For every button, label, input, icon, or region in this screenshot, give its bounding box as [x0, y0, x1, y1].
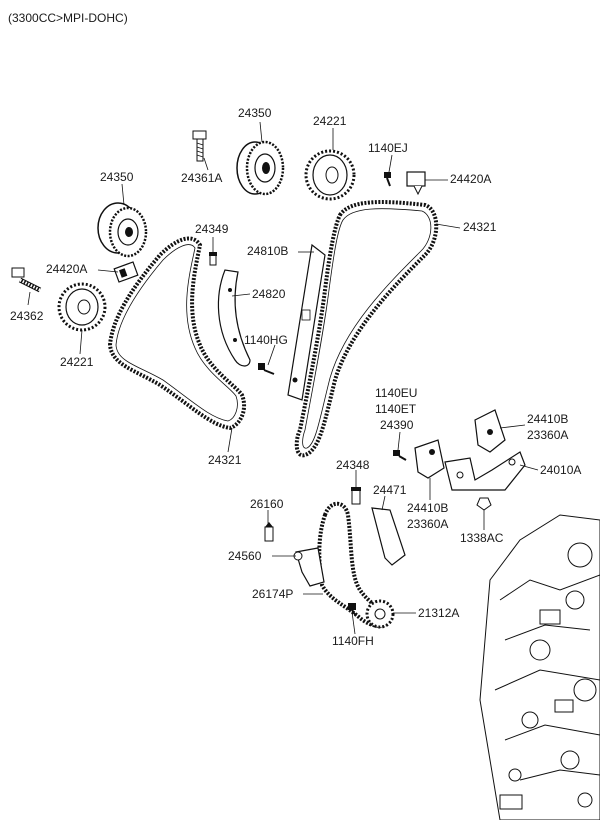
leader-lines: [27, 121, 539, 635]
part-label-24010a: 24010A: [540, 463, 582, 477]
part-label-1140ej: 1140EJ: [368, 141, 408, 155]
bolt-26160: [264, 522, 274, 542]
part-label-24362: 24362: [10, 309, 44, 323]
part-label-24361a: 24361A: [181, 171, 223, 185]
timing-chain-left: [107, 236, 247, 431]
part-label-24321-right: 24321: [463, 220, 497, 234]
diagram-header: (3300CC>MPI-DOHC): [8, 11, 128, 25]
part-label-24348: 24348: [336, 458, 370, 472]
part-label-24350-left: 24350: [100, 170, 134, 184]
bolt-1338ac: [476, 497, 492, 511]
bolt-24361a: [192, 130, 207, 162]
part-label-24420a-right: 24420A: [450, 172, 492, 186]
part-label-26174p: 26174P: [252, 587, 294, 601]
bolt-1140hg: [258, 363, 275, 375]
part-label-1338ac: 1338AC: [460, 531, 504, 545]
part-label-1140et: 1140ET: [375, 402, 417, 416]
tensioner-24410b-right: [474, 409, 506, 453]
cvvt-unit-left: [97, 202, 148, 258]
cam-sprocket-left: [57, 282, 107, 332]
tensioner-24410b-mid: [414, 439, 445, 479]
part-label-24410b-right: 24410B: [527, 412, 569, 426]
part-label-24410b-mid: 24410B: [407, 501, 449, 515]
timing-chain-right: [294, 200, 439, 458]
bolt-1140fh: [348, 603, 357, 617]
bolt-24362: [11, 267, 42, 293]
part-label-24350-top: 24350: [238, 106, 272, 120]
engine-block: [479, 514, 600, 820]
bolt-24348: [351, 487, 361, 505]
tensioner-24420a-right: [406, 171, 426, 196]
part-label-24810b: 24810B: [247, 244, 289, 258]
tensioner-24560: [293, 547, 325, 587]
part-label-23360a-mid: 23360A: [407, 517, 449, 531]
bracket-24010a: [444, 451, 526, 491]
part-label-24349: 24349: [195, 222, 229, 236]
part-label-24560: 24560: [228, 549, 262, 563]
bolt-24390: [393, 450, 407, 461]
part-label-24321-bottom: 24321: [208, 453, 242, 467]
part-label-24471: 24471: [373, 483, 407, 497]
part-label-24221-top: 24221: [313, 114, 347, 128]
oil-pump-sprocket: [365, 599, 395, 629]
chain-guide-24471: [371, 507, 406, 566]
part-label-24221-left: 24221: [60, 355, 94, 369]
part-label-1140eu: 1140EU: [375, 386, 418, 400]
tensioner-24420a-left: [113, 261, 139, 283]
bolt-1140ej: [384, 172, 391, 187]
part-label-1140hg: 1140HG: [244, 333, 288, 347]
part-label-23360a-right: 23360A: [527, 428, 569, 442]
chain-guide-24810b: [287, 243, 326, 401]
chain-guide-24820: [217, 269, 251, 367]
bolt-24349: [209, 252, 217, 266]
part-label-1140fh: 1140FH: [332, 634, 374, 648]
part-label-24390: 24390: [380, 418, 414, 432]
part-label-26160: 26160: [250, 497, 284, 511]
part-label-24420a-left: 24420A: [46, 262, 88, 276]
part-label-24820: 24820: [252, 287, 286, 301]
part-label-21312a: 21312A: [418, 606, 460, 620]
cvvt-unit-top: [236, 140, 285, 196]
cam-sprocket-top: [304, 149, 356, 201]
